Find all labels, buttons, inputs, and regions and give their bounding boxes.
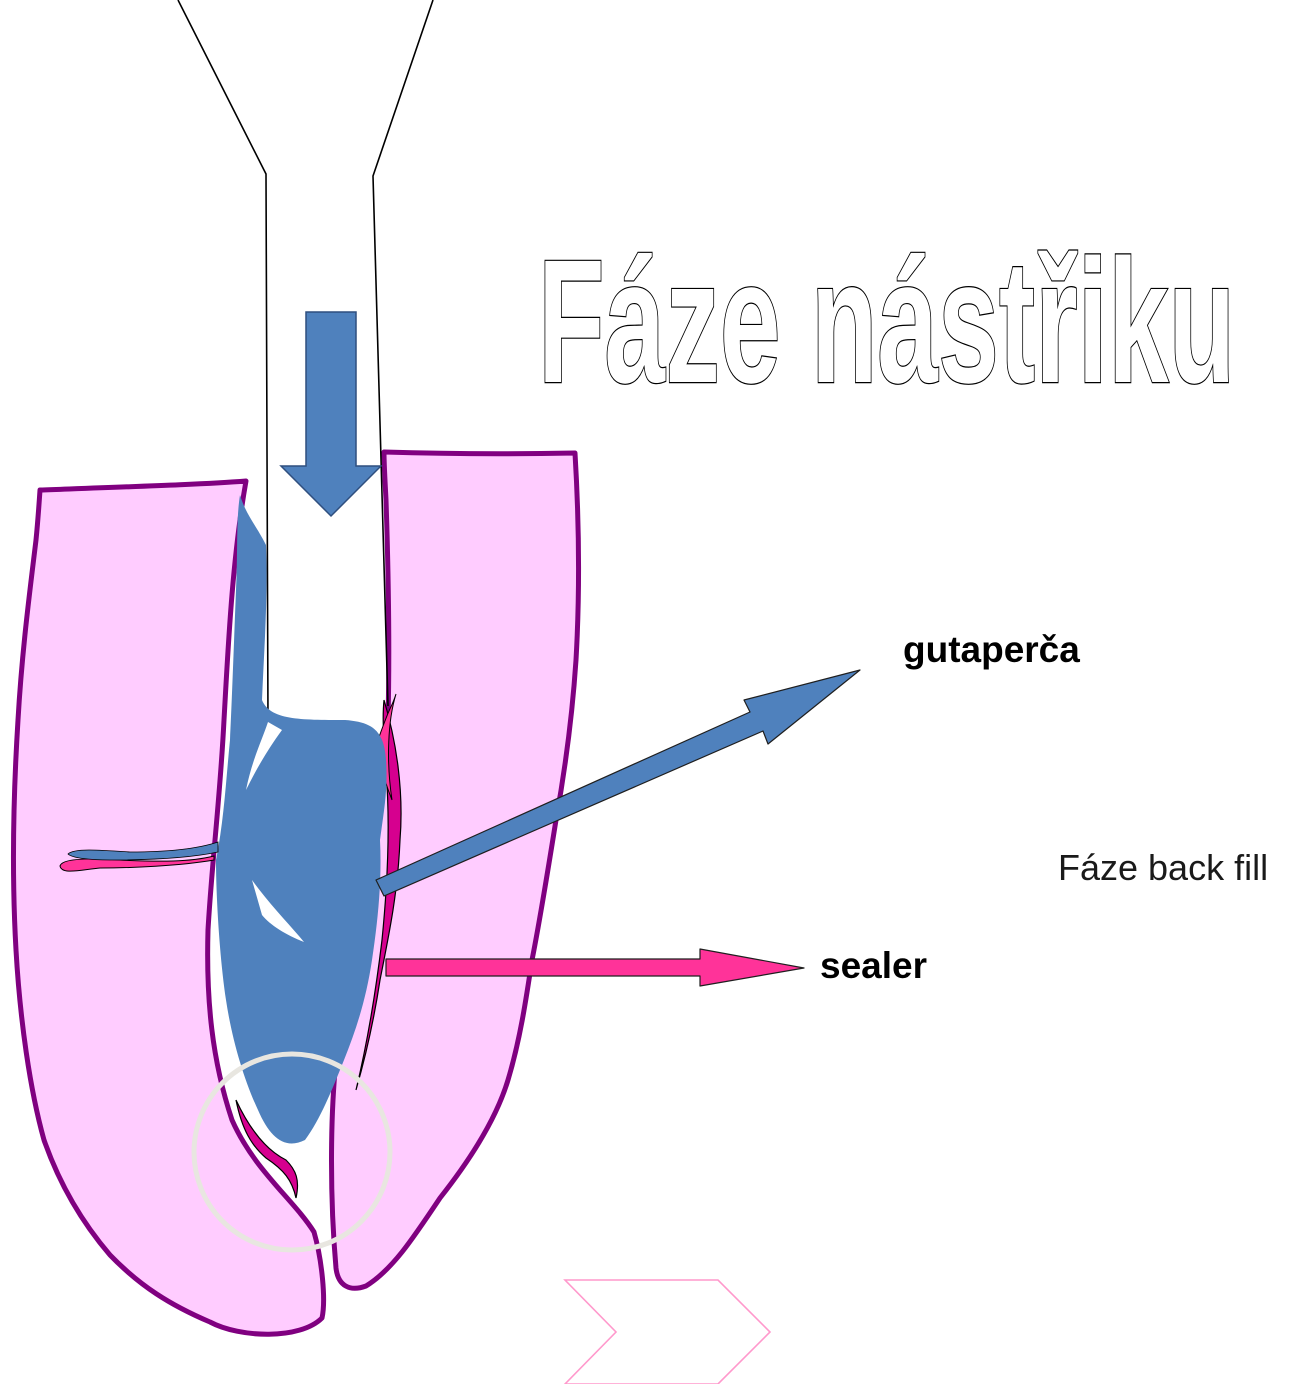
title-group: Fáze nástřiku bbox=[538, 223, 1235, 420]
chevron-right-icon[interactable] bbox=[565, 1280, 770, 1384]
down-arrow-icon bbox=[281, 312, 381, 516]
label-phase-note: Fáze back fill bbox=[1058, 847, 1268, 888]
label-gutta-percha: gutaperča bbox=[903, 629, 1080, 670]
diagram-title: Fáze nástřiku bbox=[538, 223, 1235, 420]
label-sealer: sealer bbox=[820, 945, 927, 986]
